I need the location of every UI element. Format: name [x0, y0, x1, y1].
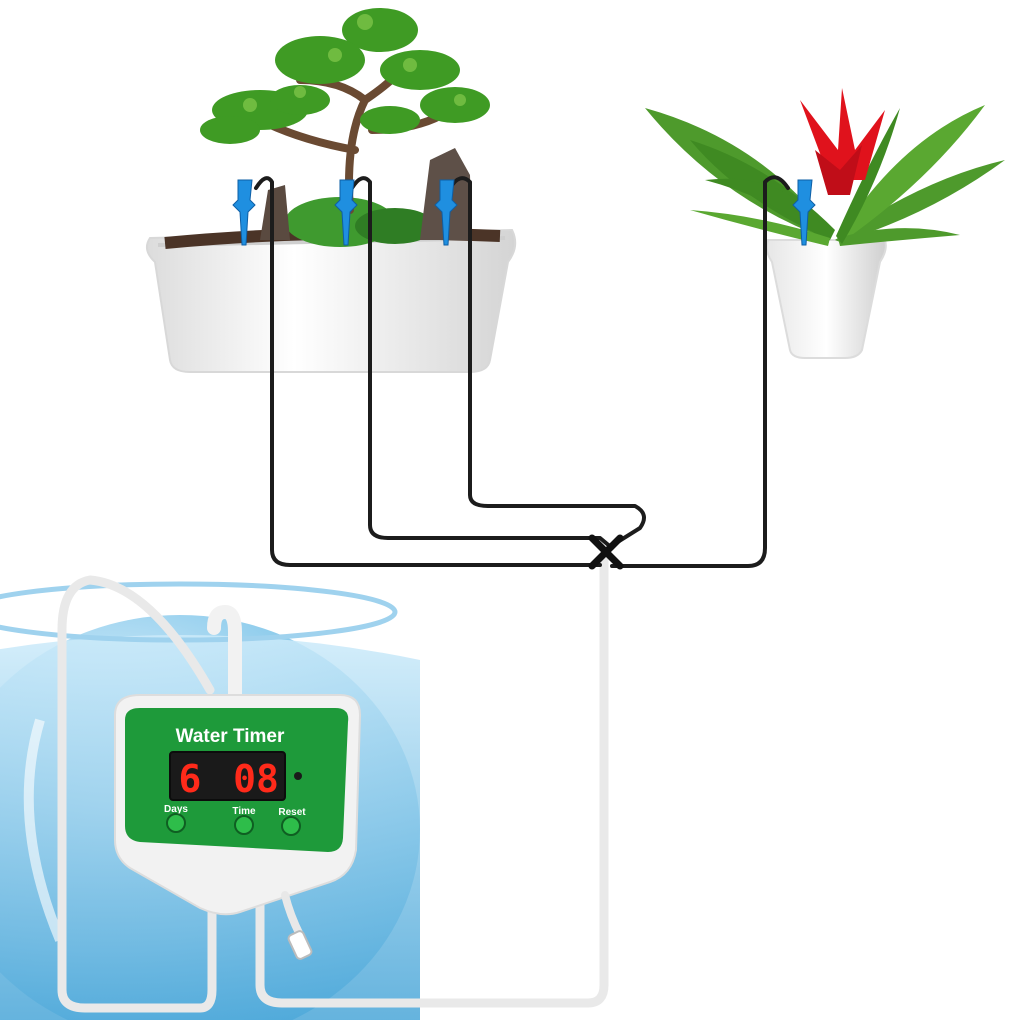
- water-timer-device: Water Timer 6 08 Days Time Reset: [114, 694, 362, 960]
- device-title: Water Timer: [176, 726, 285, 747]
- reset-button[interactable]: [281, 816, 301, 836]
- display-time: 08: [233, 757, 279, 801]
- reset-button-label: Reset: [278, 807, 306, 818]
- bonsai-plant: [145, 8, 517, 373]
- supply-tube: [57, 555, 609, 1013]
- potted-bromeliad: [645, 88, 1005, 359]
- time-button-label: Time: [232, 806, 256, 817]
- drip-tubes: [254, 175, 790, 568]
- hanger-hook-icon: [207, 604, 242, 707]
- indicator-led-icon: [294, 772, 302, 780]
- led-display: [169, 751, 286, 801]
- display-days: 6: [179, 757, 202, 801]
- days-button-label: Days: [164, 804, 188, 815]
- inlet-filter-icon: [287, 930, 313, 960]
- tube-connector: [588, 534, 624, 570]
- days-button[interactable]: [166, 813, 186, 833]
- drip-stake-icon: [232, 179, 816, 246]
- time-button[interactable]: [234, 815, 254, 835]
